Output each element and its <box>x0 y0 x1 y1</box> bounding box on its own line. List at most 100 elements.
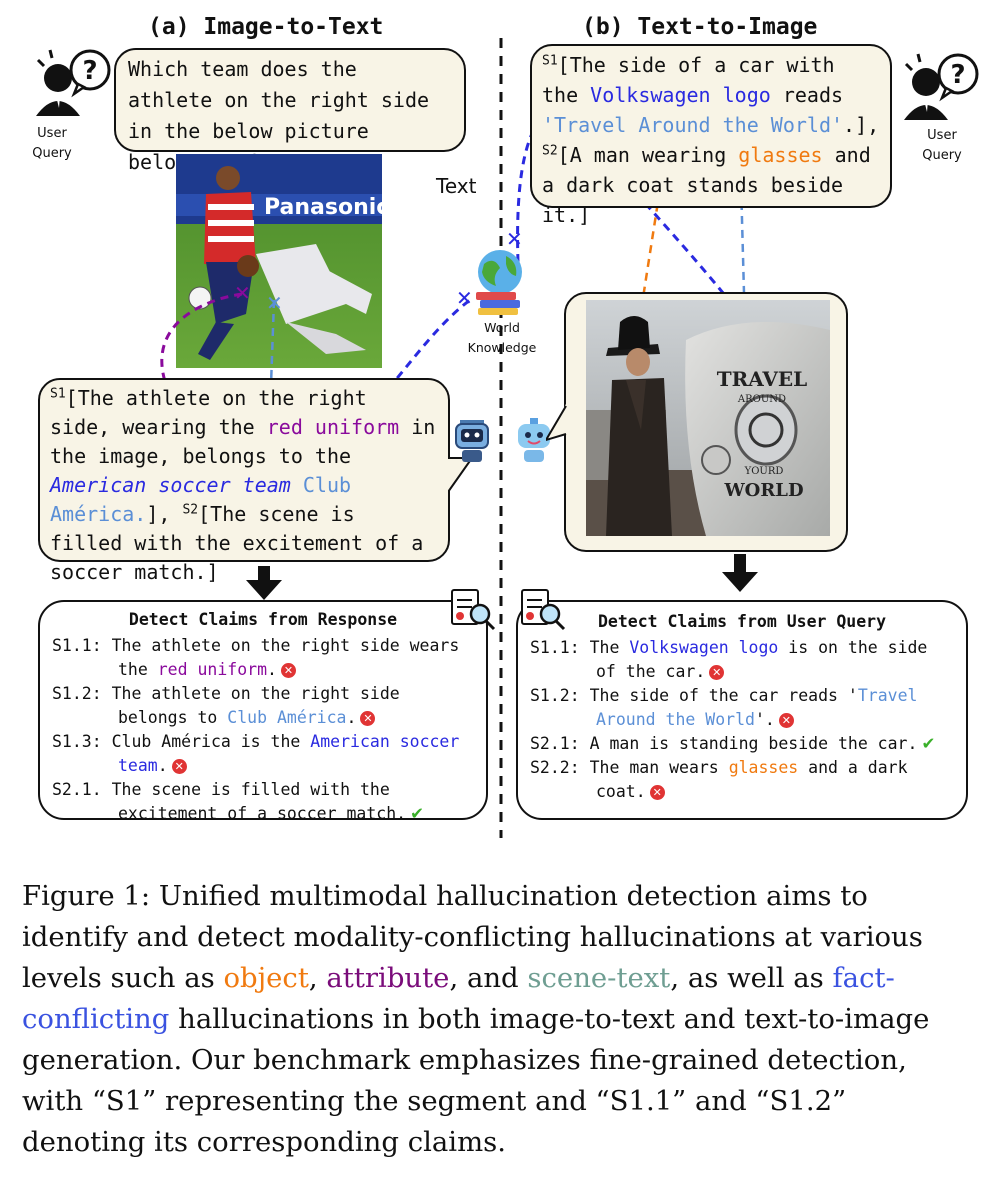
caption-text: Figure 1: Unified multimodal hallucinati… <box>22 880 923 994</box>
left-claims-title: Detect Claims from Response <box>128 610 398 629</box>
right-claims-title: Detect Claims from User Query <box>597 612 887 631</box>
claim-text: The side of the car reads ' <box>579 686 858 705</box>
cross-icon: ✕ <box>360 711 376 726</box>
car-text-travel: TRAVEL <box>717 367 807 391</box>
claim-id: S2.1: <box>530 734 580 753</box>
query-text: [A man wearing <box>557 143 739 167</box>
claim-text: The athlete on the right side wears the <box>101 636 460 679</box>
travel-text-highlight: 'Travel Around the World' <box>542 113 844 137</box>
claim-id: S1.2: <box>530 686 580 705</box>
jersey-ad-text: Panasonic <box>264 195 382 220</box>
claim-s1-1: S1.1: The Volkswagen logo is on the side… <box>530 636 954 684</box>
segment-s1-marker: S1 <box>542 53 558 69</box>
svg-text:✕: ✕ <box>234 281 251 305</box>
claim-s1-2: S1.2: The side of the car reads 'Travel … <box>530 684 954 732</box>
caption-scene-text: scene-text <box>527 962 671 994</box>
claim-s2-1: S2.1: A man is standing beside the car.✔ <box>530 732 954 756</box>
bubble-tail-right <box>546 404 567 442</box>
glasses-highlight: glasses <box>738 143 823 167</box>
claim-text: Club América is the <box>101 732 311 751</box>
caption-text: , and <box>449 962 528 994</box>
query-text: [The side of a car with the <box>542 53 835 107</box>
claim-s2-2: S2.2: The man wears glasses and a dark c… <box>530 756 954 804</box>
user-query-icon-left: ? <box>36 49 111 116</box>
claim-text: and a dark coat. <box>596 758 908 801</box>
caption-text: , <box>308 962 327 994</box>
american-team-highlight: American soccer team <box>50 473 291 497</box>
claim-id: S1.3: <box>52 732 102 751</box>
cross-icon: ✕ <box>280 663 296 678</box>
claim-s1-2: S1.2: The athlete on the right side belo… <box>52 682 474 730</box>
down-arrow-left <box>246 566 282 600</box>
claim-text: is on the side of the car. <box>596 638 928 681</box>
claim-s2-1: S2.1. The scene is filled with the excit… <box>52 778 474 826</box>
club-america-highlight: Club América. <box>50 473 352 526</box>
claim-text: . <box>346 708 357 727</box>
claim-highlight: Travel Around the World <box>596 686 918 729</box>
svg-text:?: ? <box>950 60 965 90</box>
claim-id: S2.1. <box>52 780 102 799</box>
response-text: [The scene is filled with the excitement… <box>50 502 424 584</box>
caption-fact-conflicting: fact-conflicting <box>22 962 895 1035</box>
segment-s2-marker: S2 <box>182 502 199 518</box>
query-text: and a dark coat stands beside it.] <box>542 143 871 227</box>
red-uniform-highlight: red uniform <box>266 415 400 439</box>
claim-id: S1.2: <box>52 684 102 703</box>
cross-icon: ✕ <box>778 713 794 728</box>
query-text: .], <box>843 113 880 137</box>
cross-icon: ✕ <box>649 785 665 800</box>
cross-icon: ✕ <box>171 759 187 774</box>
query-text: reads <box>770 83 844 107</box>
claim-text: A man is standing beside the car. <box>579 734 918 753</box>
world-knowledge-icon <box>476 250 522 315</box>
claim-text: . <box>267 660 277 679</box>
claim-id: S1.1: <box>530 638 580 657</box>
car-text-your: YOURD <box>744 466 784 477</box>
check-icon: ✔ <box>410 804 424 823</box>
left-response-bubble: S1[The athlete on the right side, wearin… <box>38 378 450 584</box>
car-text-world: WORLD <box>723 480 803 501</box>
response-text: in the image, belongs to the <box>50 415 436 468</box>
car-photo: TRAVEL AROUND YOURD WORLD <box>586 300 830 536</box>
response-text: [The athlete on the right side, wearing … <box>50 386 367 439</box>
detect-icon-right <box>521 589 566 631</box>
user-query-label-left: User Query <box>32 126 72 161</box>
volkswagen-logo-highlight: Volkswagen logo <box>590 83 771 107</box>
car-text-around: AROUND <box>737 394 786 405</box>
robot-icon-right <box>518 418 550 462</box>
svg-text:?: ? <box>82 56 97 86</box>
caption-text: , as well as <box>670 962 833 994</box>
svg-text:✕: ✕ <box>506 227 523 251</box>
left-claims-box: Detect Claims from Response S1.1: The at… <box>38 600 488 823</box>
claim-highlight: red uniform <box>157 660 268 679</box>
claim-highlight: American soccer team <box>118 732 460 775</box>
claim-s1-3: S1.3: Club América is the American socce… <box>52 730 474 778</box>
caption-object: object <box>223 962 309 994</box>
svg-text:✕: ✕ <box>456 286 473 310</box>
cross-icon: ✕ <box>709 665 725 680</box>
response-text <box>291 473 303 497</box>
right-panel-title: (b) Text-to-Image <box>582 14 818 40</box>
right-claims-box: Detect Claims from User Query S1.1: The … <box>516 600 968 820</box>
check-icon: ✔ <box>921 734 936 753</box>
claim-text: '. <box>754 710 775 729</box>
claim-s1-1: S1.1: The athlete on the right side wear… <box>52 634 474 682</box>
segment-s1-marker: S1 <box>50 386 66 402</box>
down-arrow-right <box>722 554 758 592</box>
segment-s2-marker: S2 <box>542 143 558 159</box>
text-label: Text <box>436 174 477 198</box>
svg-text:✕: ✕ <box>266 291 283 315</box>
claim-id: S1.1: <box>52 636 102 655</box>
claim-highlight: glasses <box>728 758 799 777</box>
robot-icon-left <box>455 420 489 462</box>
soccer-photo: Panasonic <box>176 154 382 368</box>
claim-text: The scene is filled with the excitement … <box>101 780 407 823</box>
claim-highlight: Club América <box>227 708 347 727</box>
world-knowledge-label: World Knowledge <box>467 320 537 355</box>
center-divider <box>499 38 503 838</box>
figure-caption: Figure 1: Unified multimodal hallucinati… <box>22 876 966 1163</box>
caption-attribute: attribute <box>326 962 450 994</box>
claim-text: . <box>157 756 168 775</box>
user-query-label-right: User Query <box>922 128 962 163</box>
left-panel-title: (a) Image-to-Text <box>148 14 384 40</box>
